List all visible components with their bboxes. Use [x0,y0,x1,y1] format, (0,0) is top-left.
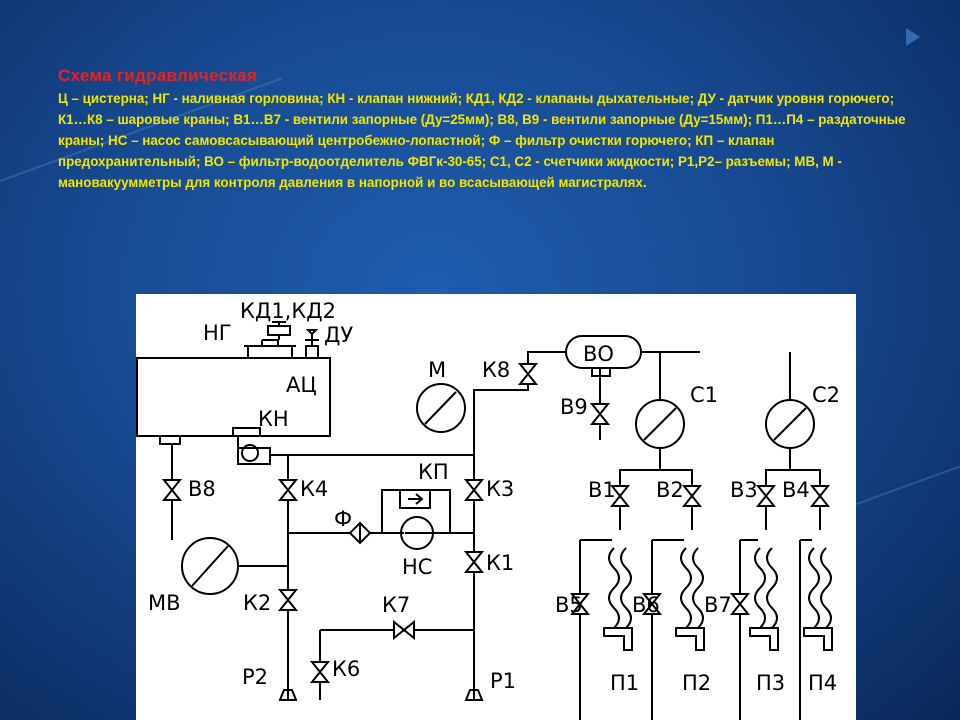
label-kd: КД1,КД2 [240,299,336,323]
label-kn: КН [258,407,289,431]
label-v9: В9 [560,395,588,419]
label-mv: МВ [148,591,181,615]
diagram-svg: КД1,КД2 НГ ДУ АЦ КН М К8 ВО В9 С1 С2 В8 … [136,299,840,720]
tank-outlet [159,435,181,445]
valve-v7 [729,593,751,615]
breathing-valve [267,321,291,340]
valve-k7 [393,619,415,641]
bottom-valve [232,427,271,465]
label-c2: С2 [812,383,840,407]
label-v2: В2 [656,478,684,502]
corner-arrow-icon [906,28,920,46]
label-p2: Р2 [242,665,268,689]
valve-v3 [755,485,777,507]
level-sensor [305,329,319,359]
label-k1: К1 [486,551,514,575]
label-du: ДУ [324,323,353,347]
valve-v8 [161,479,183,501]
label-c1: С1 [690,383,718,407]
label-v1: В1 [588,478,616,502]
valve-v1 [609,485,631,507]
label-p1: Р1 [490,669,516,693]
label-ns: НС [402,555,432,579]
label-v6: В6 [632,593,660,617]
safety-valve [399,489,431,509]
label-k4: К4 [300,477,328,501]
valve-v9 [589,403,611,425]
connector-p1 [464,689,484,701]
label-k3: К3 [486,477,514,501]
label-v5: В5 [555,593,583,617]
label-ng: НГ [203,321,232,345]
label-f: Ф [334,507,352,531]
pressure-gauge-m [416,383,466,433]
valve-k2 [277,589,299,611]
valve-k1 [463,551,485,573]
slide-text: Схема гидравлическая Ц – цистерна; НГ - … [58,66,918,193]
label-v8: В8 [188,477,216,501]
valve-k3 [463,479,485,501]
label-v3: В3 [730,478,758,502]
label-v4: В4 [782,478,810,502]
label-vo: ВО [583,342,614,366]
valve-k8 [517,363,539,385]
label-k8: К8 [482,358,510,382]
label-k7: К7 [382,593,410,617]
slide-title: Схема гидравлическая [58,66,258,85]
label-v7: В7 [704,593,732,617]
tank [136,357,331,437]
hydraulic-diagram: КД1,КД2 НГ ДУ АЦ КН М К8 ВО В9 С1 С2 В8 … [136,294,856,720]
label-k6: К6 [332,657,360,681]
counter-c2 [765,399,815,449]
valve-v6 [641,593,663,615]
label-p-2: П2 [682,671,711,695]
counter-c1 [635,399,685,449]
valve-v2 [681,485,703,507]
label-kp: КП [418,460,449,484]
label-p-4: П4 [808,671,837,695]
label-p-1: П1 [610,671,639,695]
connector-p2 [278,689,298,701]
valve-v4 [809,485,831,507]
valve-k6 [309,661,331,683]
label-p-3: П3 [756,671,785,695]
label-ac: АЦ [286,373,317,397]
valve-v5 [569,593,591,615]
slide-legend: Ц – цистерна; НГ - наливная горловина; К… [58,91,906,190]
label-k2: К2 [243,591,271,615]
pump [400,516,434,550]
label-m: М [428,358,446,382]
valve-k4 [277,479,299,501]
filler-neck [244,339,296,359]
